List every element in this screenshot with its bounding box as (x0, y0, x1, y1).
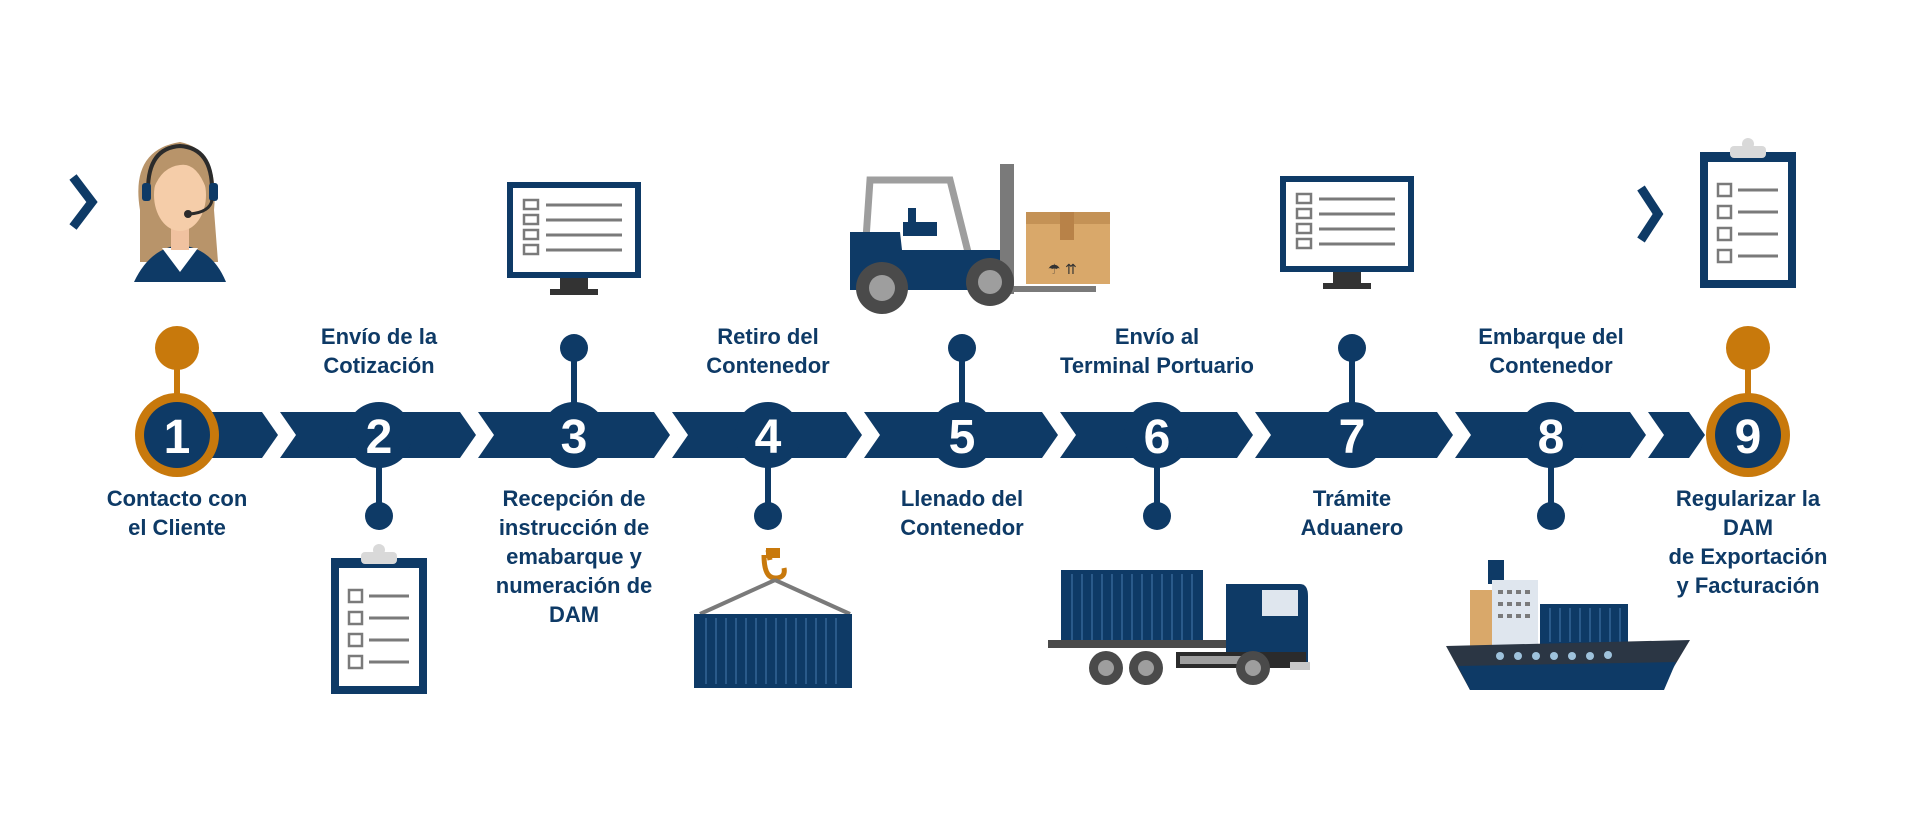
step-dot (560, 334, 588, 362)
customer-service-agent-icon (134, 142, 226, 282)
crane-container-icon (694, 548, 852, 688)
step-number: 4 (755, 411, 782, 464)
step-node (1319, 402, 1385, 468)
step-label: Regularizar la DAM de Exportación y Fact… (1668, 486, 1828, 598)
container-truck-icon (1048, 570, 1310, 685)
step-dot (1537, 502, 1565, 530)
step-label: Embarque del Contenedor (1478, 324, 1624, 378)
forklift-icon: ☂ ⇈ (850, 164, 1110, 314)
step-label: Contacto con el Cliente (106, 486, 248, 540)
step-node (346, 402, 412, 468)
step-node (735, 402, 801, 468)
step-dot (365, 502, 393, 530)
step-number: 5 (949, 411, 976, 464)
step-dot (754, 502, 782, 530)
cargo-ship-icon (1446, 560, 1690, 690)
step-dot (1143, 502, 1171, 530)
step-number: 8 (1538, 411, 1565, 464)
step-node (144, 402, 210, 468)
chevron-right-icon (1637, 185, 1664, 243)
step-label: Trámite Aduanero (1300, 486, 1404, 540)
arrow-segment (1648, 412, 1705, 458)
chevron-right-icon (69, 174, 98, 230)
step-number: 6 (1144, 411, 1171, 464)
svg-text:☂ ⇈: ☂ ⇈ (1048, 262, 1077, 278)
step-number: 2 (366, 411, 393, 464)
step-number: 3 (561, 411, 588, 464)
step-dot (948, 334, 976, 362)
step-node (1518, 402, 1584, 468)
step-node (1715, 402, 1781, 468)
step-number: 9 (1735, 411, 1762, 464)
step-dot (155, 326, 199, 370)
step-label: Envío de la Cotización (320, 324, 438, 378)
step-node (929, 402, 995, 468)
step-label: Retiro del Contenedor (706, 324, 830, 378)
step-node (541, 402, 607, 468)
step-number: 1 (164, 411, 191, 464)
step-node (1124, 402, 1190, 468)
step-label: Envío al Terminal Portuario (1060, 324, 1254, 378)
step-label: Llenado del Contenedor (900, 486, 1024, 540)
step-dot (1338, 334, 1366, 362)
step-label: Recepción de instrucción de emabarque y … (495, 486, 653, 627)
step-dot (1726, 326, 1770, 370)
step-number: 7 (1339, 411, 1366, 464)
